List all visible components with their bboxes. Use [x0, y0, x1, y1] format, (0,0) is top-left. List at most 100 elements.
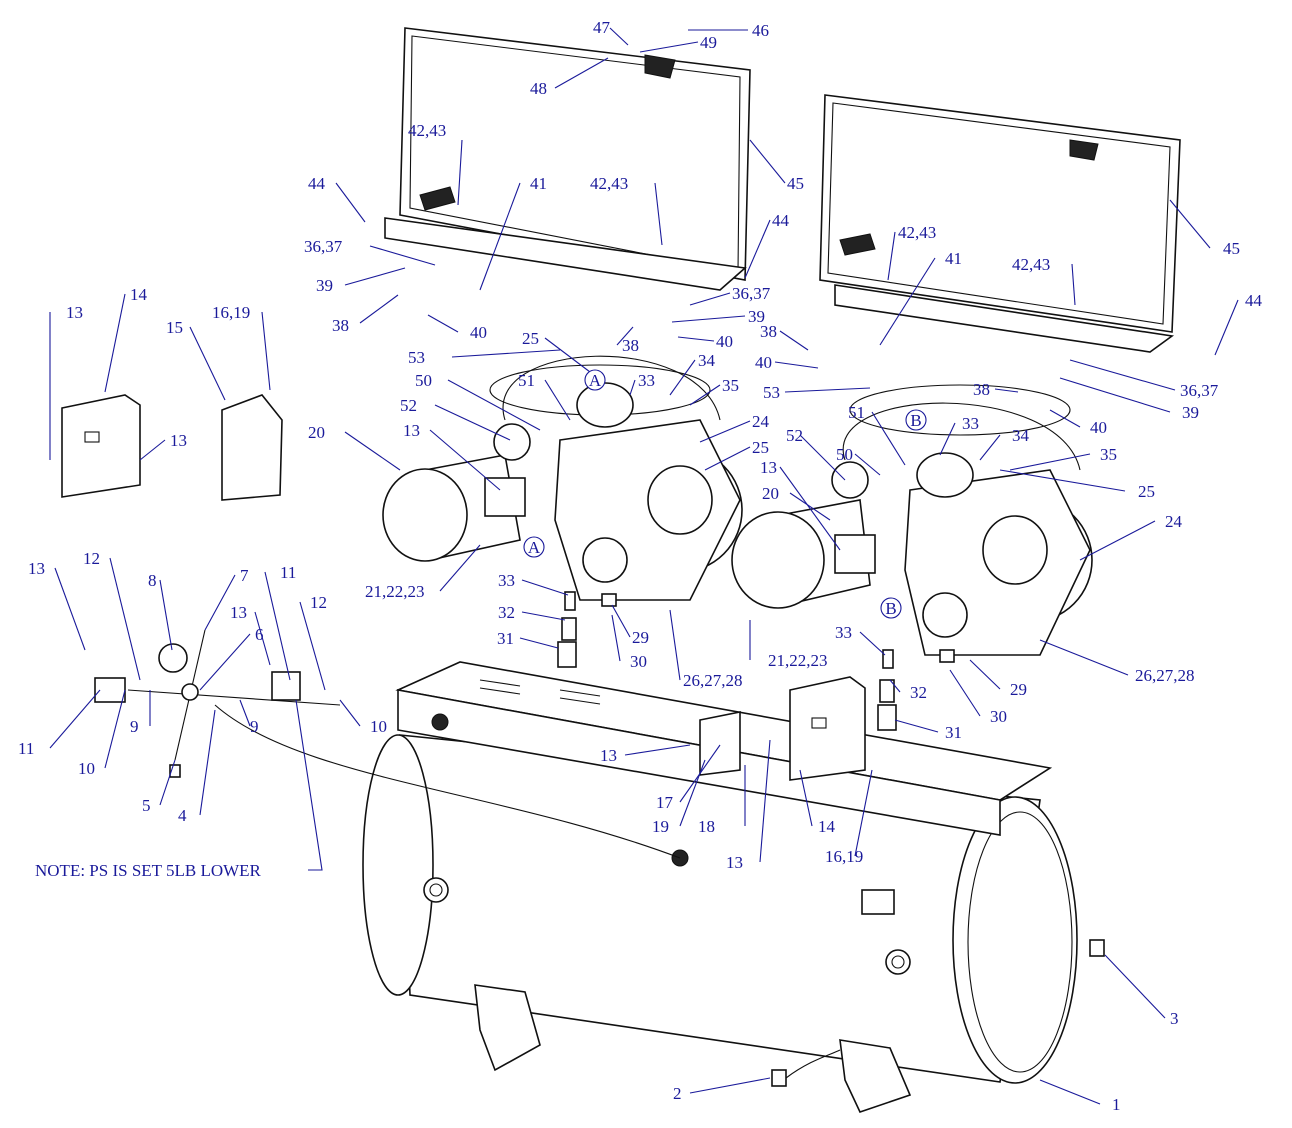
leader-line — [1009, 453, 1091, 471]
part-callout-42-43: 42,43 — [1012, 255, 1050, 274]
leader-line — [189, 326, 226, 401]
part-callout-26-27,28: 26,27,28 — [1135, 666, 1195, 685]
part-callout-40: 40 — [755, 353, 772, 372]
leader-line — [774, 361, 819, 369]
leader-line — [439, 544, 481, 592]
reference-marker-A: A — [589, 371, 602, 390]
part-callout-14: 14 — [130, 285, 148, 304]
leader-line — [434, 404, 511, 441]
leader-line — [679, 759, 706, 827]
reference-marker-circle — [880, 597, 902, 619]
leader-line — [104, 293, 126, 393]
leader-line — [779, 330, 809, 351]
part-callout-30: 30 — [990, 707, 1007, 726]
part-callout-51: 51 — [848, 403, 865, 422]
leader-line — [369, 245, 436, 266]
part-callout-44: 44 — [772, 211, 790, 230]
part-callout-26-27,28: 26,27,28 — [683, 671, 743, 690]
part-callout-38: 38 — [760, 322, 777, 341]
part-callout-51: 51 — [518, 371, 535, 390]
belt-guard-right — [819, 94, 1181, 353]
leader-line — [49, 689, 101, 749]
leader-line — [894, 719, 939, 733]
part-callout-46: 46 — [752, 21, 769, 40]
leader-line — [1104, 954, 1166, 1019]
part-callout-13: 13 — [66, 303, 83, 322]
leader-line — [611, 614, 621, 662]
part-callout-12: 12 — [310, 593, 327, 612]
leader-line — [789, 492, 831, 521]
leader-line — [871, 411, 906, 466]
part-callout-38: 38 — [622, 336, 639, 355]
part-callout-11: 11 — [280, 563, 296, 582]
part-callout-13: 13 — [600, 746, 617, 765]
part-callout-45: 45 — [1223, 239, 1240, 258]
leader-line — [344, 267, 406, 286]
part-callout-39: 39 — [316, 276, 333, 295]
part-callout-36-37: 36,37 — [732, 284, 771, 303]
leader-line — [335, 182, 366, 223]
part-callout-39: 39 — [1182, 403, 1199, 422]
part-callout-36-37: 36,37 — [1180, 381, 1219, 400]
part-callout-34: 34 — [698, 351, 716, 370]
air-tank — [362, 734, 1078, 1113]
part-callout-50: 50 — [836, 445, 853, 464]
part-callout-10: 10 — [78, 759, 95, 778]
reference-marker-circle — [523, 536, 545, 558]
leader-line — [887, 231, 896, 281]
part-callout-25: 25 — [1138, 482, 1155, 501]
part-callout-52: 52 — [786, 426, 803, 445]
leader-line — [427, 314, 459, 333]
reference-marker-B: B — [885, 599, 896, 618]
leader-line — [104, 689, 126, 769]
part-callout-33: 33 — [638, 371, 655, 390]
part-callout-20: 20 — [762, 484, 779, 503]
belts — [502, 355, 1081, 471]
part-callout-33: 33 — [498, 571, 515, 590]
leader-line — [859, 631, 886, 656]
leader-line — [239, 699, 251, 727]
part-callout-21-22,23: 21,22,23 — [365, 582, 425, 601]
part-callout-5: 5 — [142, 796, 151, 815]
leader-line — [1079, 520, 1156, 561]
leader-line — [624, 744, 691, 756]
reference-marker-circle — [584, 369, 606, 391]
part-callout-29: 29 — [1010, 680, 1027, 699]
leader-line — [519, 637, 559, 649]
leader-line — [949, 669, 981, 717]
leader-line — [1069, 359, 1176, 391]
control-box-right — [789, 676, 866, 781]
part-callout-25: 25 — [522, 329, 539, 348]
leader-line — [689, 292, 731, 306]
part-callout-15: 15 — [166, 318, 183, 337]
part-callout-3: 3 — [1170, 1009, 1179, 1028]
part-callout-13: 13 — [230, 603, 247, 622]
leader-line — [429, 429, 501, 491]
motor-right — [731, 461, 876, 609]
part-callout-16-19: 16,19 — [212, 303, 250, 322]
leader-line — [689, 384, 721, 406]
leader-line — [799, 769, 813, 827]
leader-line — [159, 579, 173, 651]
leader-line — [344, 431, 401, 471]
reference-marker-B: B — [910, 411, 921, 430]
part-callout-35: 35 — [1100, 445, 1117, 464]
reference-marker-A: A — [528, 538, 541, 557]
leader-line — [1049, 409, 1081, 428]
leader-line — [799, 434, 846, 481]
part-callout-14: 14 — [818, 817, 836, 836]
part-callout-21-22,23: 21,22,23 — [768, 651, 828, 670]
leader-line — [784, 387, 871, 393]
leader-line — [521, 611, 566, 621]
leader-line — [699, 420, 751, 443]
part-callout-45: 45 — [787, 174, 804, 193]
part-callout-9: 9 — [250, 717, 259, 736]
part-callout-41: 41 — [945, 249, 962, 268]
motor-left — [382, 423, 531, 562]
part-callout-33: 33 — [835, 623, 852, 642]
pressure-switch-note: NOTE: PS IS SET 5LB LOWER — [35, 861, 262, 880]
part-callout-33: 33 — [962, 414, 979, 433]
leader-line — [261, 311, 271, 391]
part-callout-49: 49 — [700, 33, 717, 52]
part-callout-47: 47 — [593, 18, 611, 37]
